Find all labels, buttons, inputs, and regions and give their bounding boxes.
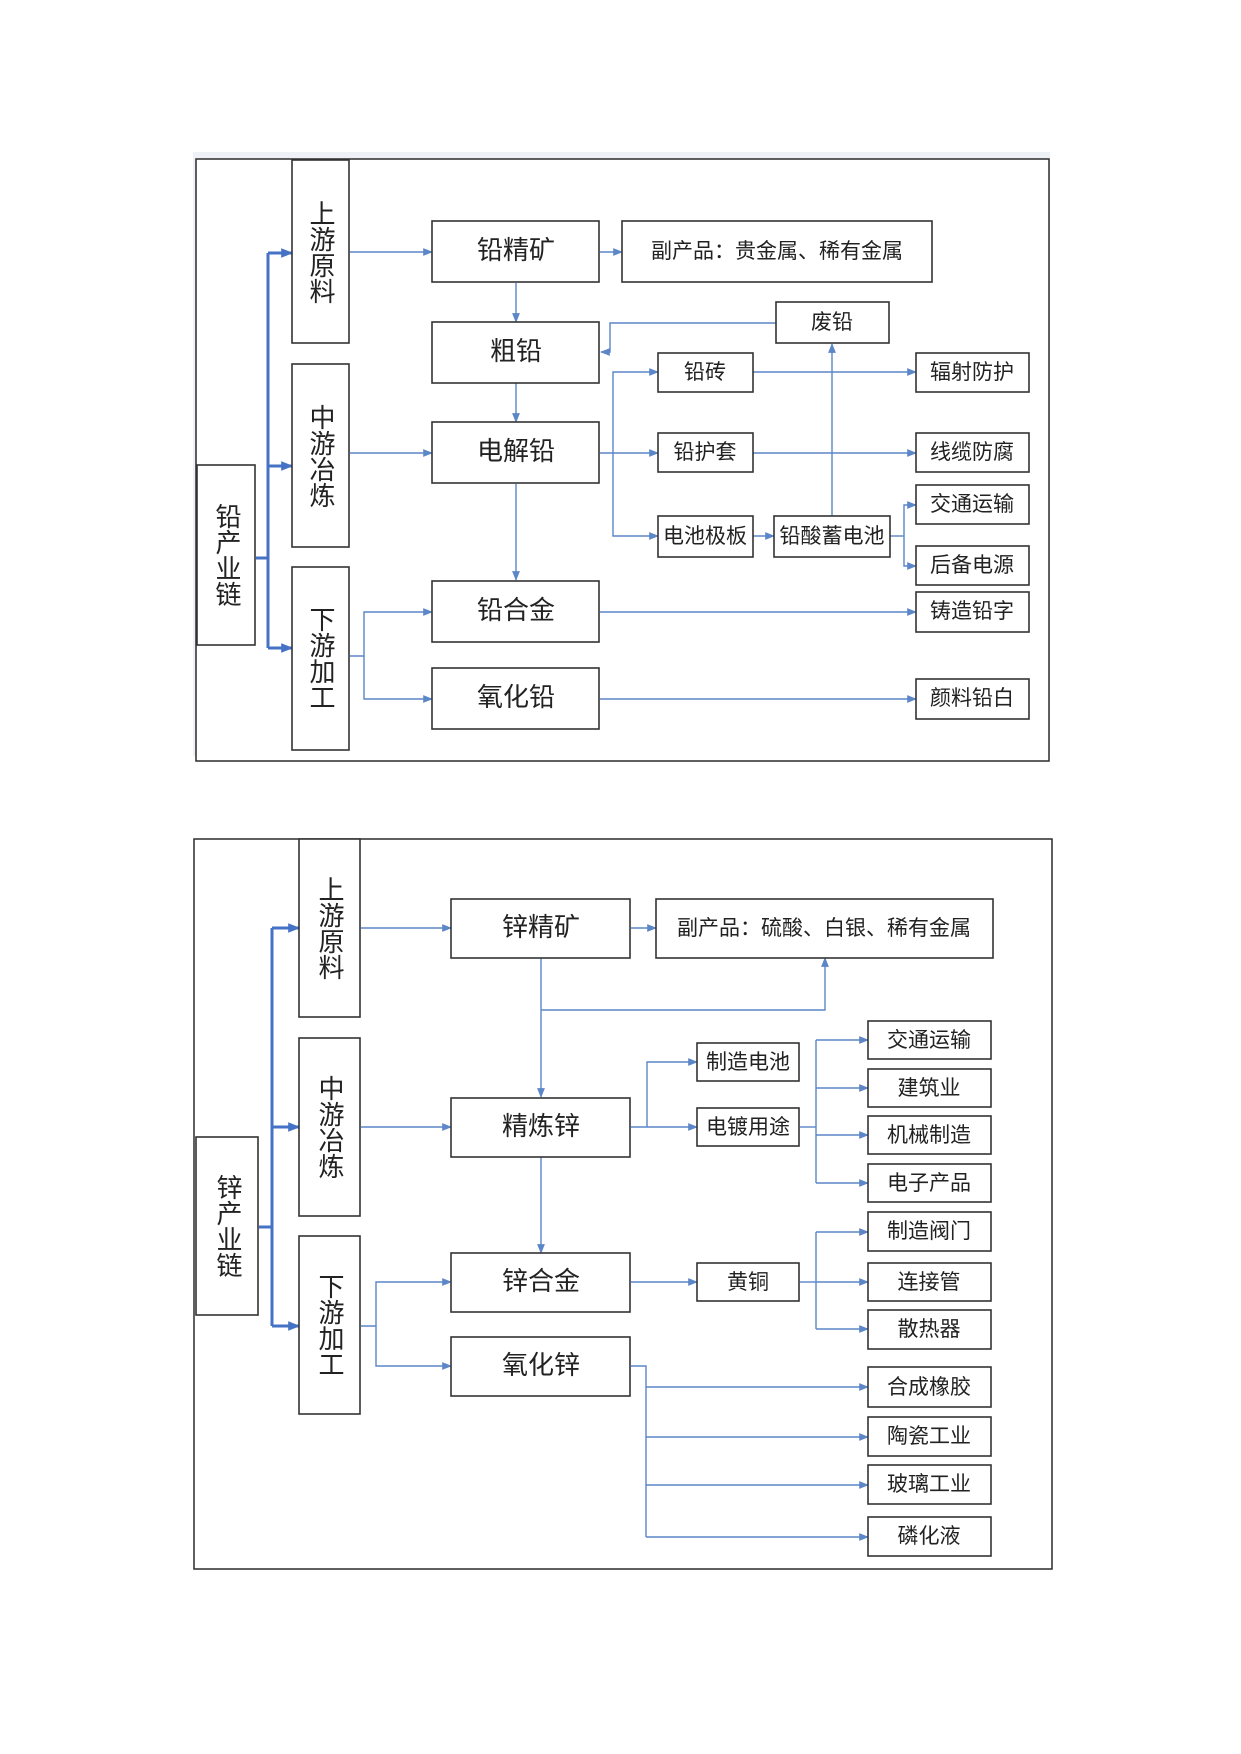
zinc-root-connectors bbox=[259, 923, 301, 1331]
lead-radiation-node: 辐射防护 bbox=[915, 352, 1030, 393]
lead-type-node: 铸造铅字 bbox=[915, 591, 1030, 633]
zinc-valve-label: 制造阀门 bbox=[887, 1219, 971, 1243]
zinc-pipe-label: 连接管 bbox=[898, 1270, 961, 1294]
zinc-rubber-node: 合成橡胶 bbox=[867, 1366, 992, 1408]
lead-alloy-node: 铅合金 bbox=[431, 580, 600, 643]
lead-byproduct-node: 副产品：贵金属、稀有金属 bbox=[621, 220, 933, 283]
lead-scrap-node: 废铅 bbox=[775, 301, 890, 344]
zinc-plating-node: 电镀用途 bbox=[696, 1107, 800, 1147]
zinc-construction-label: 建筑业 bbox=[898, 1076, 961, 1100]
zinc-ceramic-node: 陶瓷工业 bbox=[867, 1416, 992, 1457]
lead-backup-label: 后备电源 bbox=[930, 553, 1014, 577]
zinc-concentrate-label: 锌精矿 bbox=[502, 913, 580, 943]
lead-backup-node: 后备电源 bbox=[915, 545, 1030, 586]
zinc-electronics-label: 电子产品 bbox=[887, 1171, 971, 1195]
lead-radiation-label: 辐射防护 bbox=[930, 360, 1014, 384]
lead-concentrate-label: 铅精矿 bbox=[477, 236, 555, 266]
zinc-machinery-label: 机械制造 bbox=[887, 1123, 971, 1147]
lead-type-label: 铸造铅字 bbox=[930, 599, 1014, 623]
zinc-radiator-label: 散热器 bbox=[898, 1317, 961, 1341]
lead-byproduct-label: 副产品：贵金属、稀有金属 bbox=[651, 239, 903, 263]
lead-midstream-node: 中游冶炼 bbox=[291, 363, 350, 548]
lead-downstream-node: 下游加工 bbox=[291, 566, 350, 751]
lead-transport-label: 交通运输 bbox=[930, 492, 1014, 516]
zinc-glass-node: 玻璃工业 bbox=[867, 1464, 992, 1505]
lead-downstream-label: 下游加工 bbox=[305, 606, 335, 710]
zinc-plating-label: 电镀用途 bbox=[706, 1115, 790, 1139]
zinc-alloy-node: 锌合金 bbox=[450, 1252, 631, 1313]
zinc-upstream-label: 上游原料 bbox=[314, 876, 344, 980]
zinc-upstream-node: 上游原料 bbox=[298, 838, 361, 1018]
lead-battery-node: 铅酸蓄电池 bbox=[773, 515, 891, 558]
zinc-electronics-node: 电子产品 bbox=[867, 1163, 992, 1203]
lead-chain-diagram: 铅产业链 上游原料 中游冶炼 下游加工 铅精矿 副产品：贵金属、稀有金属 粗铅 bbox=[193, 152, 1050, 762]
lead-plate-label: 电池极板 bbox=[663, 524, 747, 548]
zinc-concentrate-node: 锌精矿 bbox=[450, 898, 631, 959]
lead-concentrate-node: 铅精矿 bbox=[431, 220, 600, 283]
lead-connectors bbox=[350, 248, 917, 703]
zinc-transport-node: 交通运输 bbox=[867, 1020, 992, 1060]
lead-pigment-node: 颜料铅白 bbox=[915, 678, 1030, 720]
lead-root-label: 铅产业链 bbox=[211, 503, 241, 607]
zinc-midstream-label: 中游冶炼 bbox=[314, 1075, 344, 1179]
lead-root-node: 铅产业链 bbox=[196, 464, 256, 646]
lead-plate-node: 电池极板 bbox=[657, 515, 754, 558]
zinc-refined-label: 精炼锌 bbox=[502, 1112, 580, 1142]
lead-cable-label: 线缆防腐 bbox=[930, 440, 1014, 464]
zinc-phosphating-node: 磷化液 bbox=[867, 1516, 992, 1557]
lead-electrolytic-node: 电解铅 bbox=[431, 421, 600, 484]
lead-crude-label: 粗铅 bbox=[490, 337, 542, 367]
zinc-valve-node: 制造阀门 bbox=[867, 1211, 992, 1252]
zinc-battery-node: 制造电池 bbox=[696, 1042, 800, 1082]
zinc-ceramic-label: 陶瓷工业 bbox=[887, 1424, 971, 1448]
lead-oxide-label: 氧化铅 bbox=[477, 683, 555, 713]
lead-crude-node: 粗铅 bbox=[431, 321, 600, 384]
zinc-chain-diagram: 锌产业链 上游原料 中游冶炼 下游加工 锌精矿 副产品：硫酸、白银、稀有金属 精… bbox=[193, 838, 1053, 1570]
lead-oxide-node: 氧化铅 bbox=[431, 667, 600, 730]
zinc-brass-node: 黄铜 bbox=[696, 1262, 800, 1302]
lead-brick-node: 铅砖 bbox=[657, 352, 754, 393]
zinc-glass-label: 玻璃工业 bbox=[887, 1472, 971, 1496]
zinc-alloy-label: 锌合金 bbox=[502, 1267, 580, 1297]
zinc-transport-label: 交通运输 bbox=[887, 1028, 971, 1052]
zinc-midstream-node: 中游冶炼 bbox=[298, 1037, 361, 1217]
lead-scrap-label: 废铅 bbox=[811, 310, 853, 334]
zinc-root-node: 锌产业链 bbox=[195, 1136, 259, 1316]
zinc-phosphating-label: 磷化液 bbox=[898, 1524, 961, 1548]
lead-upstream-node: 上游原料 bbox=[291, 159, 350, 344]
zinc-machinery-node: 机械制造 bbox=[867, 1115, 992, 1155]
zinc-downstream-node: 下游加工 bbox=[298, 1235, 361, 1415]
zinc-rubber-label: 合成橡胶 bbox=[887, 1375, 971, 1399]
zinc-root-label: 锌产业链 bbox=[212, 1174, 242, 1278]
zinc-radiator-node: 散热器 bbox=[867, 1309, 992, 1350]
zinc-construction-node: 建筑业 bbox=[867, 1068, 992, 1108]
zinc-byproduct-label: 副产品：硫酸、白银、稀有金属 bbox=[677, 916, 971, 940]
lead-midstream-label: 中游冶炼 bbox=[305, 404, 335, 508]
lead-transport-node: 交通运输 bbox=[915, 484, 1030, 525]
zinc-battery-label: 制造电池 bbox=[706, 1050, 790, 1074]
zinc-oxide-node: 氧化锌 bbox=[450, 1336, 631, 1397]
zinc-connectors bbox=[361, 924, 869, 1541]
lead-cable-node: 线缆防腐 bbox=[915, 432, 1030, 473]
lead-pigment-label: 颜料铅白 bbox=[930, 686, 1014, 710]
zinc-refined-node: 精炼锌 bbox=[450, 1097, 631, 1158]
lead-battery-label: 铅酸蓄电池 bbox=[780, 524, 885, 548]
lead-brick-label: 铅砖 bbox=[684, 360, 726, 384]
zinc-oxide-label: 氧化锌 bbox=[502, 1351, 580, 1381]
zinc-brass-label: 黄铜 bbox=[727, 1270, 769, 1294]
zinc-pipe-node: 连接管 bbox=[867, 1262, 992, 1302]
lead-upstream-label: 上游原料 bbox=[305, 200, 335, 304]
lead-electrolytic-label: 电解铅 bbox=[477, 437, 555, 467]
lead-root-connectors bbox=[256, 248, 294, 653]
zinc-byproduct-node: 副产品：硫酸、白银、稀有金属 bbox=[655, 898, 994, 959]
lead-sheath-node: 铅护套 bbox=[657, 432, 754, 473]
zinc-downstream-label: 下游加工 bbox=[314, 1273, 344, 1377]
lead-alloy-label: 铅合金 bbox=[477, 596, 555, 626]
lead-sheath-label: 铅护套 bbox=[674, 440, 737, 464]
